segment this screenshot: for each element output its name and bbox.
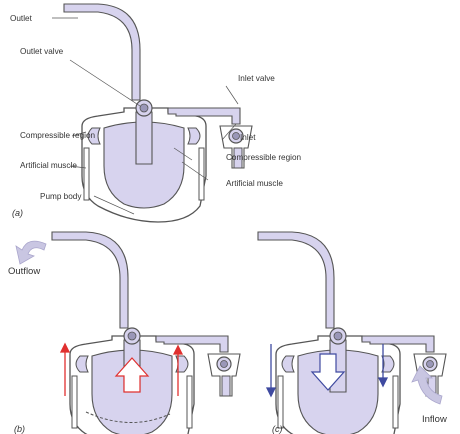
outflow-arrow bbox=[15, 240, 47, 265]
label-artificial-muscle-right: Artificial muscle bbox=[226, 179, 283, 188]
label-inlet: Inlet bbox=[240, 133, 256, 142]
label-inlet-valve: Inlet valve bbox=[238, 74, 275, 83]
relaxation-arrows bbox=[265, 344, 389, 398]
panel-label-a: (a) bbox=[12, 208, 23, 218]
pump-b bbox=[51, 231, 241, 434]
panel-label-c: (c) bbox=[272, 424, 283, 434]
pump-a bbox=[63, 3, 253, 223]
label-pump-body: Pump body bbox=[40, 192, 82, 201]
inflow-arrow bbox=[411, 365, 443, 405]
label-outflow: Outflow bbox=[8, 266, 40, 277]
up-arrow bbox=[114, 357, 150, 393]
leader-lines bbox=[52, 17, 239, 215]
label-outlet: Outlet bbox=[10, 14, 33, 23]
label-inflow: Inflow bbox=[422, 414, 447, 425]
panel-label-b: (b) bbox=[14, 424, 25, 434]
pump-c bbox=[257, 231, 447, 434]
contraction-arrows bbox=[59, 342, 184, 396]
label-compressible-right: Compressible region bbox=[226, 153, 302, 162]
label-artificial-muscle-left: Artificial muscle bbox=[20, 161, 77, 170]
down-arrow bbox=[310, 353, 346, 391]
label-compressible-left: Compressible region bbox=[20, 131, 96, 140]
label-outlet-valve: Outlet valve bbox=[20, 47, 64, 56]
